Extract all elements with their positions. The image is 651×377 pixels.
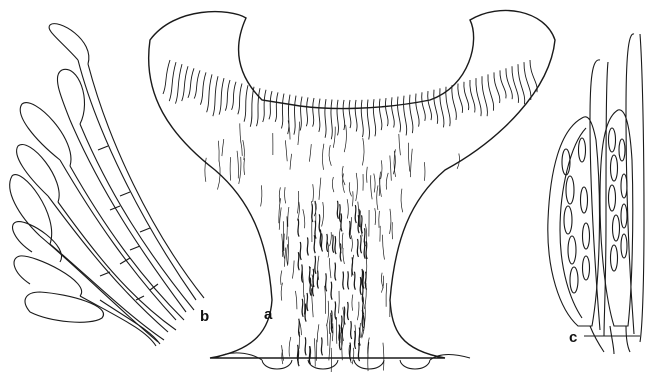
label-c: c <box>569 330 577 345</box>
panel-a-cup-section <box>149 10 555 372</box>
panel-c-asci <box>548 34 644 354</box>
label-a: a <box>264 307 272 322</box>
label-b: b <box>200 309 209 324</box>
